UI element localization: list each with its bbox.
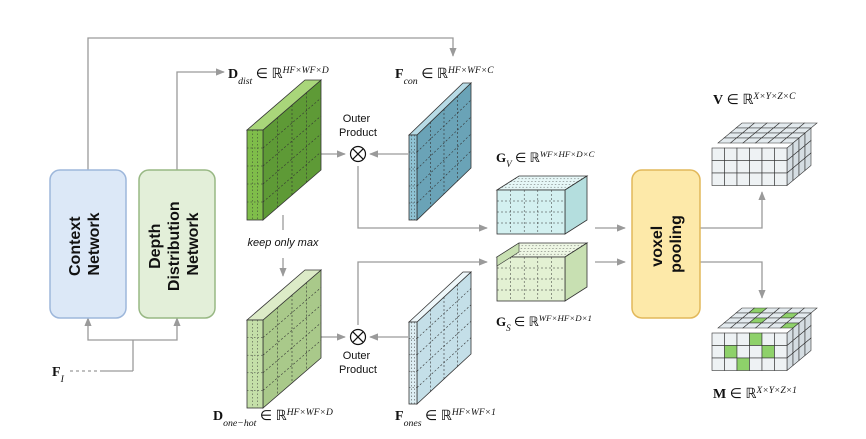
keep-only-max-label: keep only max — [248, 237, 319, 249]
v-voxel-grid — [711, 122, 818, 187]
context-network-box: Context Network — [49, 169, 127, 319]
arrow-fi-to-context — [84, 317, 133, 341]
svg-text:Outer Product: Outer Product — [339, 350, 377, 376]
outer-product-bottom-label-2: Product — [339, 364, 377, 376]
arrow-op2-to-gs — [357, 258, 488, 325]
svg-text:Outer Product: Outer Product — [339, 113, 377, 139]
svg-text:Depth Distribution: Depth Distribution Network — [147, 197, 202, 291]
d-dist-tensor — [245, 79, 323, 221]
context-network-label-line1: Context — [67, 216, 84, 276]
math-label-m: M ∈ ℝX×Y×Z×1 — [713, 386, 797, 402]
d-onehot-tensor — [245, 269, 323, 409]
voxel-pooling-box: voxel pooling — [631, 169, 701, 319]
outer-product-top-label-1: Outer — [343, 113, 371, 125]
arrow-depth-to-ddist — [176, 68, 225, 170]
m-voxel-grid — [711, 307, 818, 372]
arrow-fi-to-depth — [133, 317, 181, 341]
g-v-block — [495, 175, 589, 235]
f-ones-tensor — [407, 271, 473, 405]
math-label-f-con: Fcon ∈ ℝHF×WF×C — [395, 66, 494, 87]
arrow-pool-to-v — [700, 191, 766, 229]
depth-network-label-line2: Distribution — [166, 201, 183, 291]
math-label-g-s: GS ∈ ℝWF×HF×D×1 — [496, 313, 592, 333]
math-label-f-ones: Fones ∈ ℝHF×WF×1 — [395, 408, 496, 429]
depth-network-label-line3: Network — [185, 212, 202, 275]
math-label-fi: FI — [52, 365, 65, 385]
svg-text:Context Network: Context Network — [67, 212, 103, 276]
math-label-d-dist: Ddist ∈ ℝHF×WF×D — [228, 66, 329, 87]
connector-arrows — [70, 37, 766, 372]
outer-product-operator-top — [349, 145, 367, 163]
depth-network-label-line1: Depth — [147, 224, 164, 269]
outer-product-top-label-2: Product — [339, 127, 377, 139]
outer-product-operator-bottom — [349, 328, 367, 346]
voxel-pooling-label-line2: pooling — [668, 215, 685, 273]
svg-text:voxel pooling: voxel pooling — [649, 215, 685, 273]
g-s-block — [495, 242, 589, 302]
math-label-v: V ∈ ℝX×Y×Z×C — [713, 92, 796, 108]
depth-distribution-network-box: Depth Distribution Network — [138, 169, 216, 319]
math-label-g-v: GV ∈ ℝWF×HF×D×C — [496, 149, 595, 169]
outer-product-bottom-label-1: Outer — [343, 350, 371, 362]
arrow-op1-to-gv — [357, 166, 488, 232]
math-labels: FI Ddist ∈ ℝHF×WF×D Fcon ∈ ℝHF×WF×C GV ∈ ℝW… — [52, 66, 797, 429]
math-label-d-onehot: Done−hot ∈ ℝHF×WF×D — [213, 408, 333, 429]
context-network-label-line2: Network — [86, 212, 103, 275]
f-con-tensor — [408, 82, 472, 221]
voxel-pooling-label-line1: voxel — [649, 226, 666, 267]
arrow-context-to-fcon — [87, 37, 457, 170]
arrow-pool-to-m — [700, 261, 766, 299]
